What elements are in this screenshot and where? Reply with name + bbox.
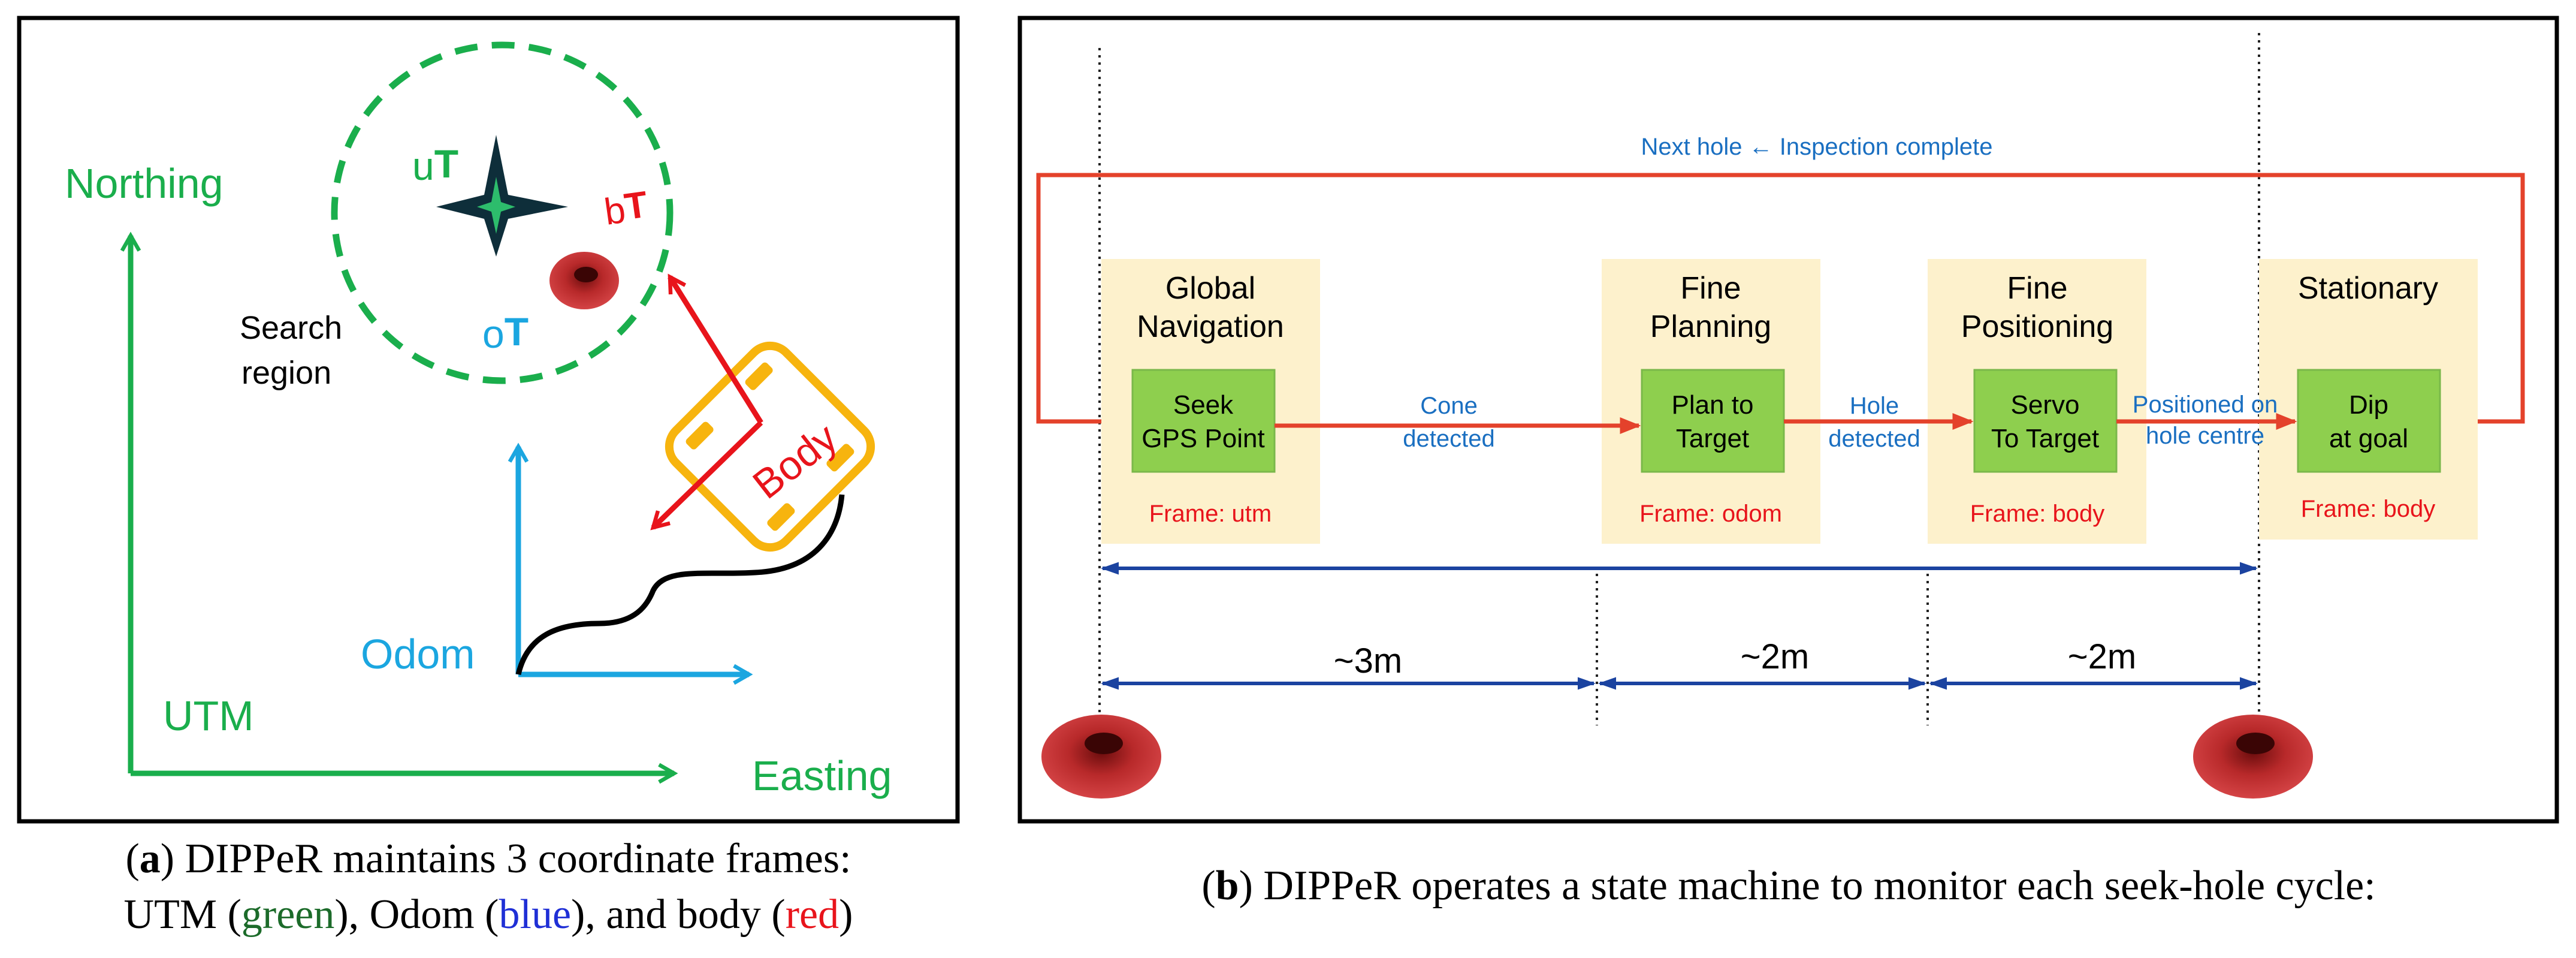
search-region-label-1: Search — [240, 310, 342, 346]
action-seek-line-2: GPS Point — [1141, 424, 1264, 453]
transition-1-label-2: detected — [1403, 426, 1494, 452]
action-plan-line-2: Target — [1676, 424, 1749, 453]
state-positioning-title-2: Positioning — [1961, 309, 2113, 344]
search-region-label-2: region — [241, 355, 331, 391]
utm-northing-label: Northing — [65, 160, 224, 207]
utm-easting-label: Easting — [752, 752, 892, 799]
state-stationary-frame: Frame: body — [2301, 496, 2436, 522]
action-servo-target: Servo To Target — [1973, 369, 2118, 473]
hole-goal-icon — [2193, 715, 2313, 799]
panel-b: Next hole ← Inspection complete Global N… — [1017, 16, 2559, 909]
loop-arrow — [1036, 173, 2525, 430]
action-seek-gps: Seek GPS Point — [1131, 369, 1276, 473]
transition-2-label-2: detected — [1828, 426, 1920, 452]
state-global-title-1: Global — [1165, 271, 1255, 306]
hole-icon — [549, 252, 619, 309]
state-planning-title-2: Planning — [1650, 309, 1771, 344]
action-dip-line-2: at goal — [2329, 424, 2408, 453]
vehicle-body — [665, 341, 875, 552]
distance-label-3: ~2m — [2068, 637, 2136, 676]
odom-name-label: Odom — [361, 631, 475, 677]
search-region-circle — [331, 41, 674, 384]
distance-label-2: ~2m — [1741, 637, 1809, 676]
body-y-axis — [650, 420, 763, 531]
caption-a-line2: UTM (green), Odom (blue), and body (red) — [124, 891, 853, 938]
utm-name-label: UTM — [163, 692, 254, 739]
state-global-title-2: Navigation — [1137, 309, 1284, 344]
target-u-label: uT — [412, 141, 458, 188]
panel-a: Northing Easting UTM Odom Search region … — [17, 16, 960, 938]
state-planning-title-1: Fine — [1680, 271, 1741, 306]
action-plan-target: Plan to Target — [1641, 369, 1785, 473]
action-servo-line-1: Servo — [2011, 390, 2080, 420]
state-planning-frame: Frame: odom — [1639, 501, 1782, 527]
state-stationary-title-1: Stationary — [2298, 271, 2438, 306]
distance-label-1: ~3m — [1334, 641, 1402, 680]
action-servo-line-2: To Target — [1991, 424, 2099, 453]
hole-start-icon — [1041, 715, 1161, 799]
action-dip-goal: Dip at goal — [2297, 369, 2441, 473]
caption-b: (b) DIPPeR operates a state machine to m… — [1201, 863, 2375, 909]
state-positioning-frame: Frame: body — [1970, 501, 2105, 527]
state-positioning-title-1: Fine — [2007, 271, 2067, 306]
target-star-icon — [436, 135, 568, 257]
target-o-label: oT — [482, 309, 529, 356]
transition-3-label-2: hole centre — [2146, 423, 2264, 449]
transition-2-label-1: Hole — [1850, 393, 1899, 419]
loop-label: Next hole ← Inspection complete — [1641, 134, 1993, 160]
state-global-frame: Frame: utm — [1149, 501, 1272, 527]
action-seek-line-1: Seek — [1173, 390, 1234, 420]
transition-1-label-1: Cone — [1420, 393, 1478, 419]
vehicle-trajectory — [515, 494, 845, 676]
action-plan-line-1: Plan to — [1672, 390, 1754, 420]
transition-3-label-1: Positioned on — [2133, 391, 2278, 418]
action-dip-line-1: Dip — [2349, 390, 2388, 420]
body-x-axis — [668, 273, 763, 424]
caption-a-line1: (a) DIPPeR maintains 3 coordinate frames… — [125, 836, 851, 882]
